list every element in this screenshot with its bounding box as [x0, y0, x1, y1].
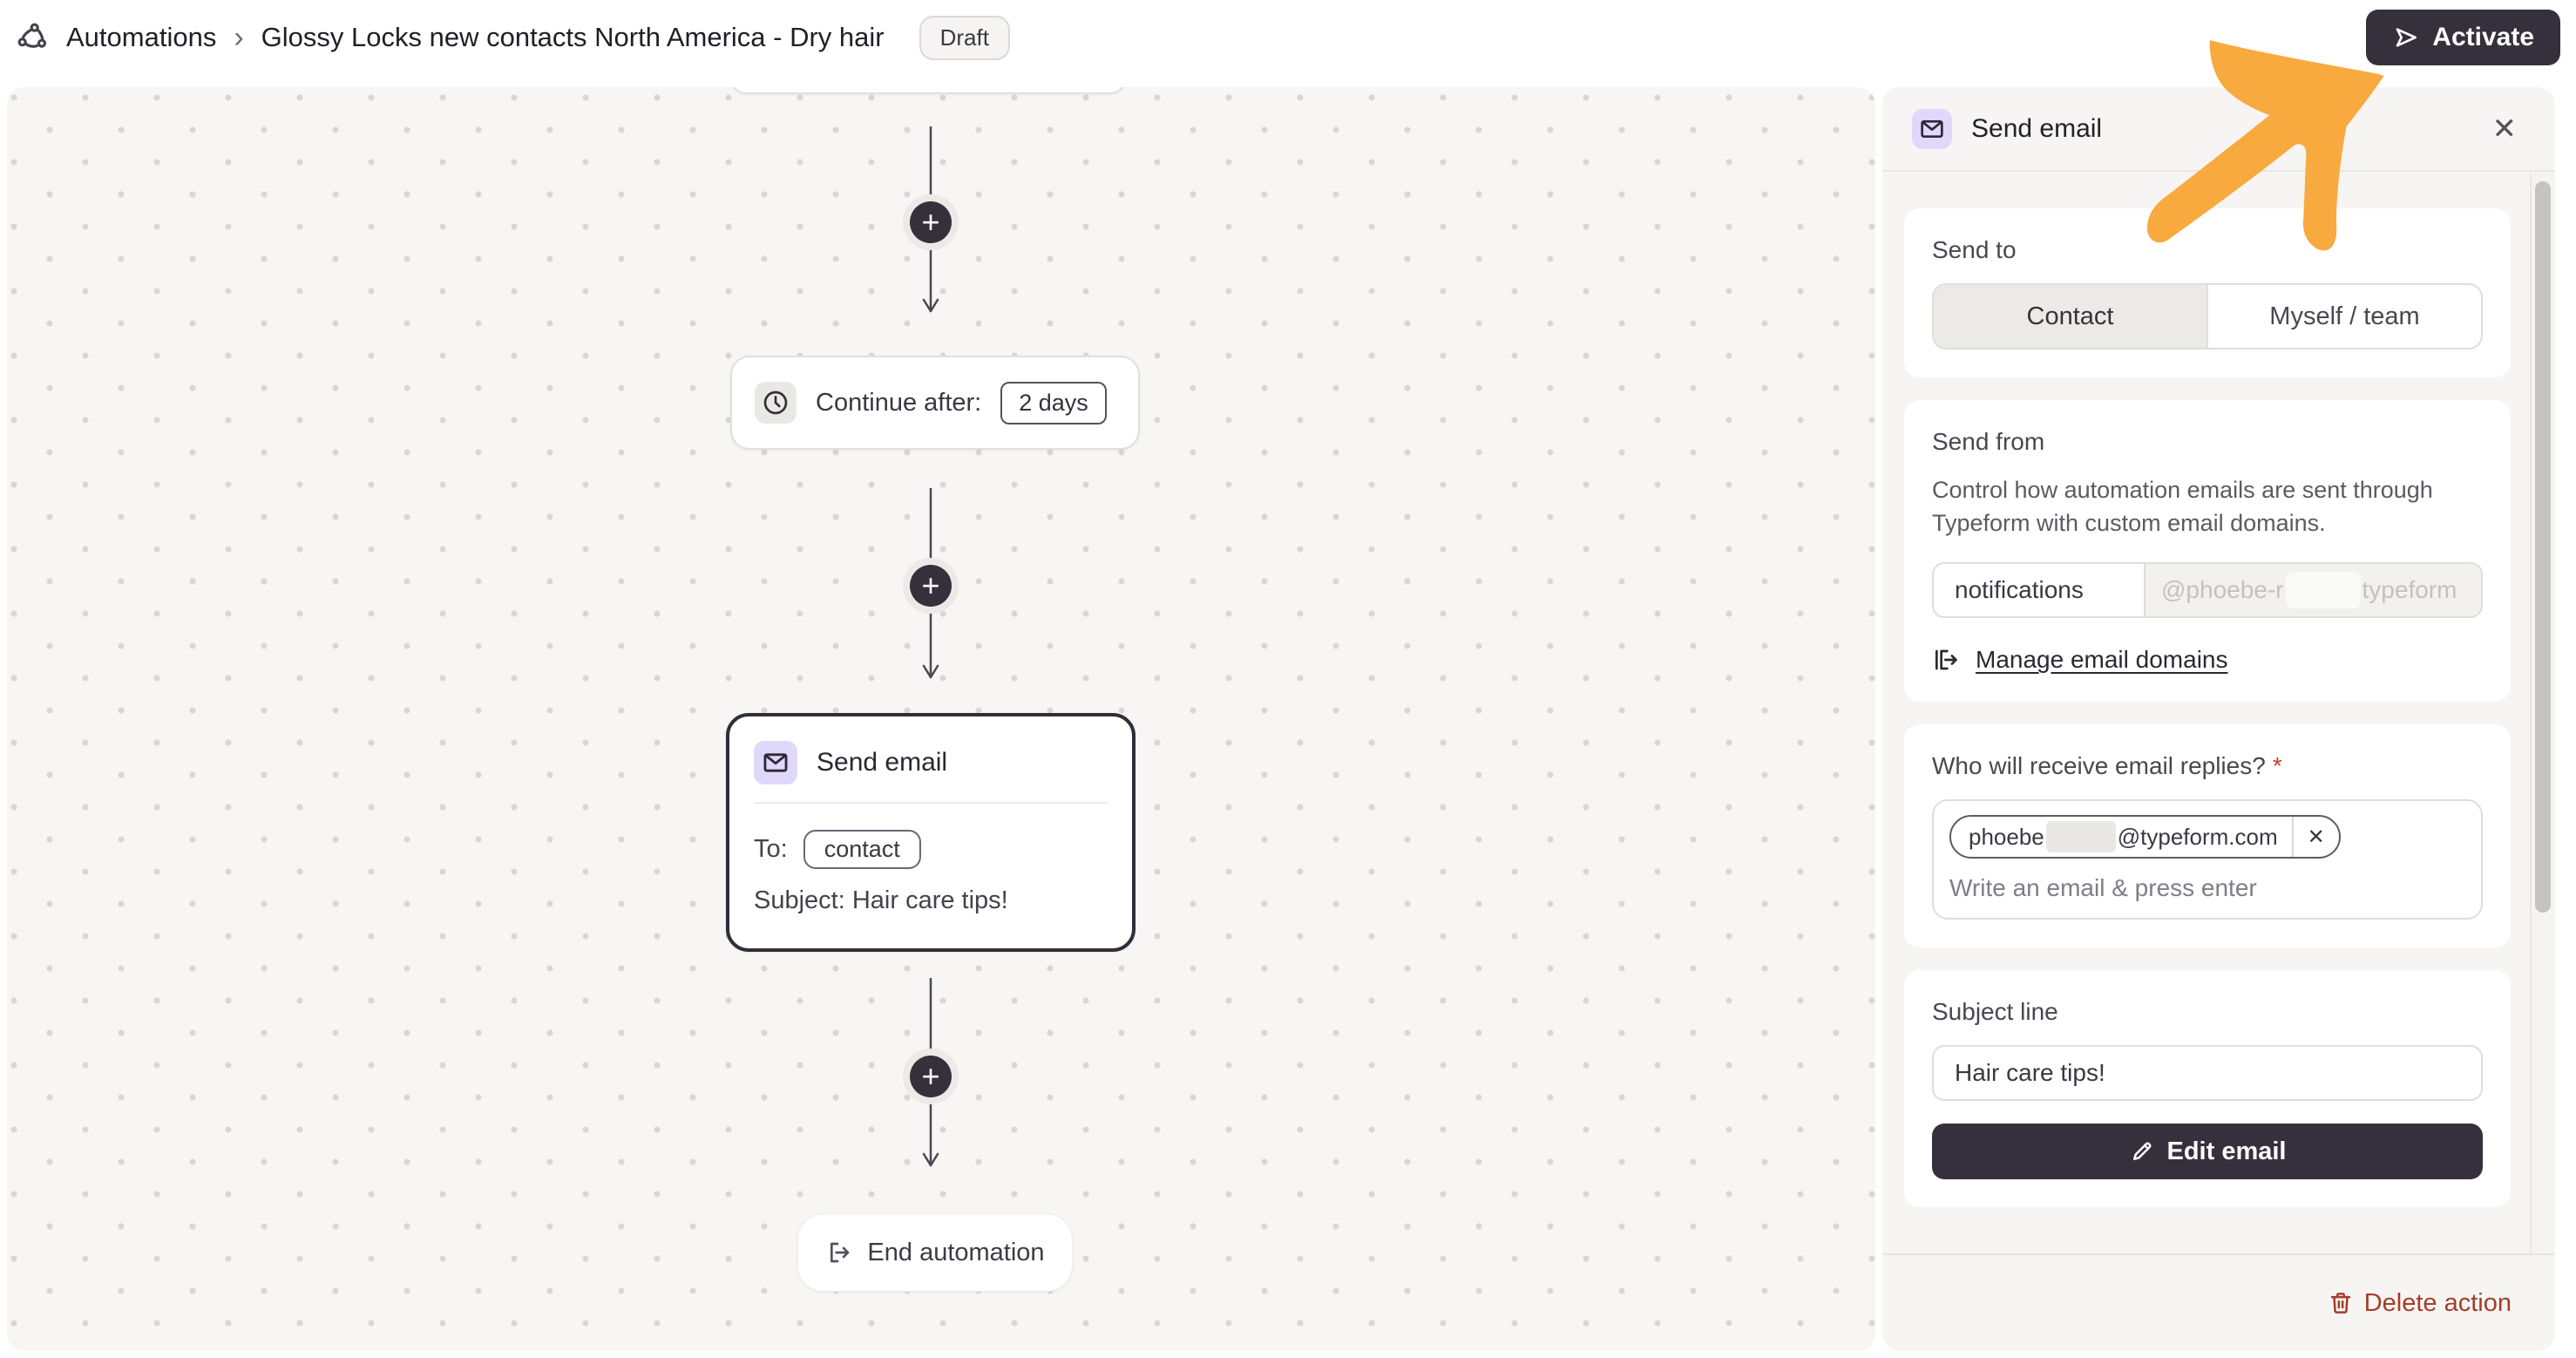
delay-label: Continue after:	[816, 388, 982, 417]
edit-email-button[interactable]: Edit email	[1932, 1124, 2483, 1179]
exit-icon	[825, 1239, 853, 1266]
breadcrumb: Automations › Glossy Locks new contacts …	[16, 15, 1010, 60]
panel-header: Send email ✕	[1882, 87, 2555, 172]
delay-node[interactable]: Continue after: 2 days	[730, 356, 1140, 450]
panel-title: Send email	[1971, 113, 2103, 143]
envelope-icon	[1912, 108, 1952, 149]
send-from-label: Send from	[1932, 428, 2045, 455]
panel-scrollbar-thumb[interactable]	[2535, 181, 2551, 913]
from-username-input[interactable]: notifications	[1934, 564, 2146, 616]
required-asterisk: *	[2272, 752, 2282, 779]
chip-remove-icon[interactable]: ✕	[2291, 817, 2339, 857]
send-email-node[interactable]: Send email To: contact Subject: Hair car…	[726, 713, 1135, 952]
manage-email-domains-label: Manage email domains	[1976, 646, 2228, 673]
subject-card: Subject line Hair care tips! Edit email	[1904, 970, 2511, 1207]
workflow-canvas[interactable]: + Continue after: 2 days + Send email	[7, 87, 1875, 1351]
email-chip: phoebe @typeform.com ✕	[1949, 815, 2341, 859]
panel-body: Send to Contact Myself / team Send from …	[1882, 173, 2530, 1253]
activate-label: Activate	[2432, 23, 2534, 51]
action-settings-panel: Send email ✕ Send to Contact Myself / te…	[1882, 87, 2555, 1351]
chip-email-domain: @typeform.com	[2117, 823, 2278, 850]
email-node-title: Send email	[817, 748, 948, 777]
activate-button[interactable]: Activate	[2366, 10, 2560, 65]
redaction-box	[2285, 572, 2361, 608]
to-label: To:	[754, 835, 788, 863]
email-node-subject: Subject: Hair care tips!	[754, 886, 1008, 914]
send-to-card: Send to Contact Myself / team	[1904, 208, 2511, 377]
delete-action-button[interactable]: Delete action	[2328, 1289, 2512, 1318]
add-step-button[interactable]: +	[910, 1056, 952, 1097]
breadcrumb-section[interactable]: Automations	[66, 22, 217, 52]
send-from-description: Control how automation emails are sent t…	[1932, 477, 2433, 536]
trigger-node-partial[interactable]	[730, 87, 1126, 94]
send-icon	[2392, 24, 2420, 51]
connector: +	[905, 488, 957, 687]
send-to-segmented-control: Contact Myself / team	[1932, 283, 2483, 350]
send-to-label: Send to	[1932, 236, 2017, 263]
delay-value-pill[interactable]: 2 days	[1000, 381, 1107, 424]
add-step-button[interactable]: +	[910, 565, 952, 607]
status-badge: Draft	[919, 15, 1010, 60]
from-domain-suffix: typeform	[2362, 576, 2457, 603]
from-domain-prefix: @phoebe-r	[2161, 576, 2284, 603]
close-icon[interactable]: ✕	[2484, 108, 2526, 150]
replies-label-text: Who will receive email replies?	[1932, 752, 2266, 779]
panel-footer: Delete action	[1882, 1253, 2555, 1351]
from-domain-field[interactable]: @phoebe-r typeform	[2146, 564, 2481, 616]
subject-label: Subject line	[1932, 998, 2058, 1025]
domain-manage-icon	[1932, 646, 1960, 674]
send-to-option-myself-team[interactable]: Myself / team	[2207, 285, 2481, 348]
page-title: Glossy Locks new contacts North America …	[261, 22, 885, 52]
subject-input[interactable]: Hair care tips!	[1932, 1045, 2483, 1101]
send-to-option-contact[interactable]: Contact	[1934, 285, 2207, 348]
end-automation-node[interactable]: End automation	[797, 1213, 1073, 1292]
trash-icon	[2328, 1290, 2354, 1316]
replies-placeholder: Write an email & press enter	[1949, 874, 2257, 901]
connector: +	[905, 126, 957, 321]
connector: +	[905, 978, 957, 1175]
replies-card: Who will receive email replies?* phoebe …	[1904, 724, 2511, 947]
panel-scrollbar-track[interactable]	[2530, 173, 2555, 1253]
redaction-box	[2045, 821, 2116, 852]
to-recipient-token: contact	[803, 830, 921, 869]
end-automation-label: End automation	[867, 1238, 1045, 1266]
edit-email-label: Edit email	[2166, 1137, 2287, 1165]
add-step-button[interactable]: +	[910, 201, 952, 243]
divider	[754, 802, 1108, 804]
breadcrumb-chevron-icon: ›	[234, 20, 244, 54]
send-from-input-group: notifications @phoebe-r typeform	[1932, 562, 2483, 618]
delete-action-label: Delete action	[2363, 1288, 2512, 1317]
envelope-icon	[754, 741, 797, 784]
replies-label: Who will receive email replies?*	[1932, 752, 2483, 780]
chip-email-local: phoebe	[1969, 823, 2044, 850]
send-from-card: Send from Control how automation emails …	[1904, 400, 2511, 702]
clock-icon	[755, 382, 797, 424]
top-bar: Automations › Glossy Locks new contacts …	[0, 0, 2576, 87]
automations-logo-icon	[16, 20, 51, 55]
pencil-icon	[2129, 1138, 2155, 1164]
manage-email-domains-link[interactable]: Manage email domains	[1932, 646, 2483, 674]
replies-email-input[interactable]: phoebe @typeform.com ✕ Write an email & …	[1932, 799, 2483, 920]
